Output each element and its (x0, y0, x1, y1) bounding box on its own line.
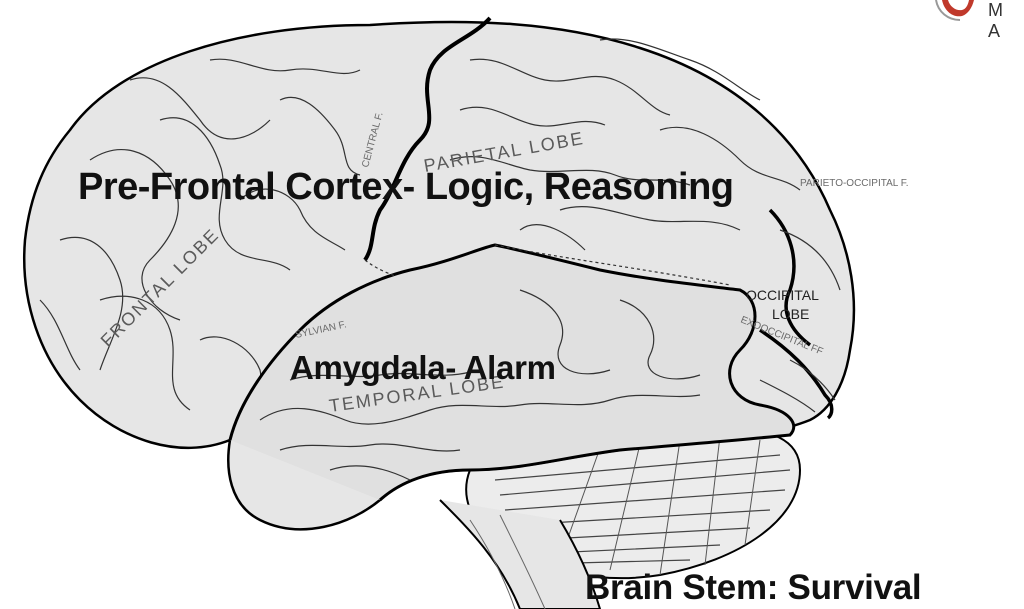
logo-mark-icon (934, 0, 976, 22)
occipital-lobe-label-2: LOBE (772, 306, 809, 322)
prefrontal-cortex-label: Pre-Frontal Cortex- Logic, Reasoning (78, 166, 734, 209)
amygdala-label: Amygdala- Alarm (290, 349, 556, 387)
parieto-occipital-fissure-label: PARIETO-OCCIPITAL F. (800, 178, 909, 189)
logo-text: M A (988, 0, 1024, 42)
brain-stem-label: Brain Stem: Survival (585, 568, 921, 608)
occipital-lobe-label: OCCIPITAL (746, 287, 819, 303)
